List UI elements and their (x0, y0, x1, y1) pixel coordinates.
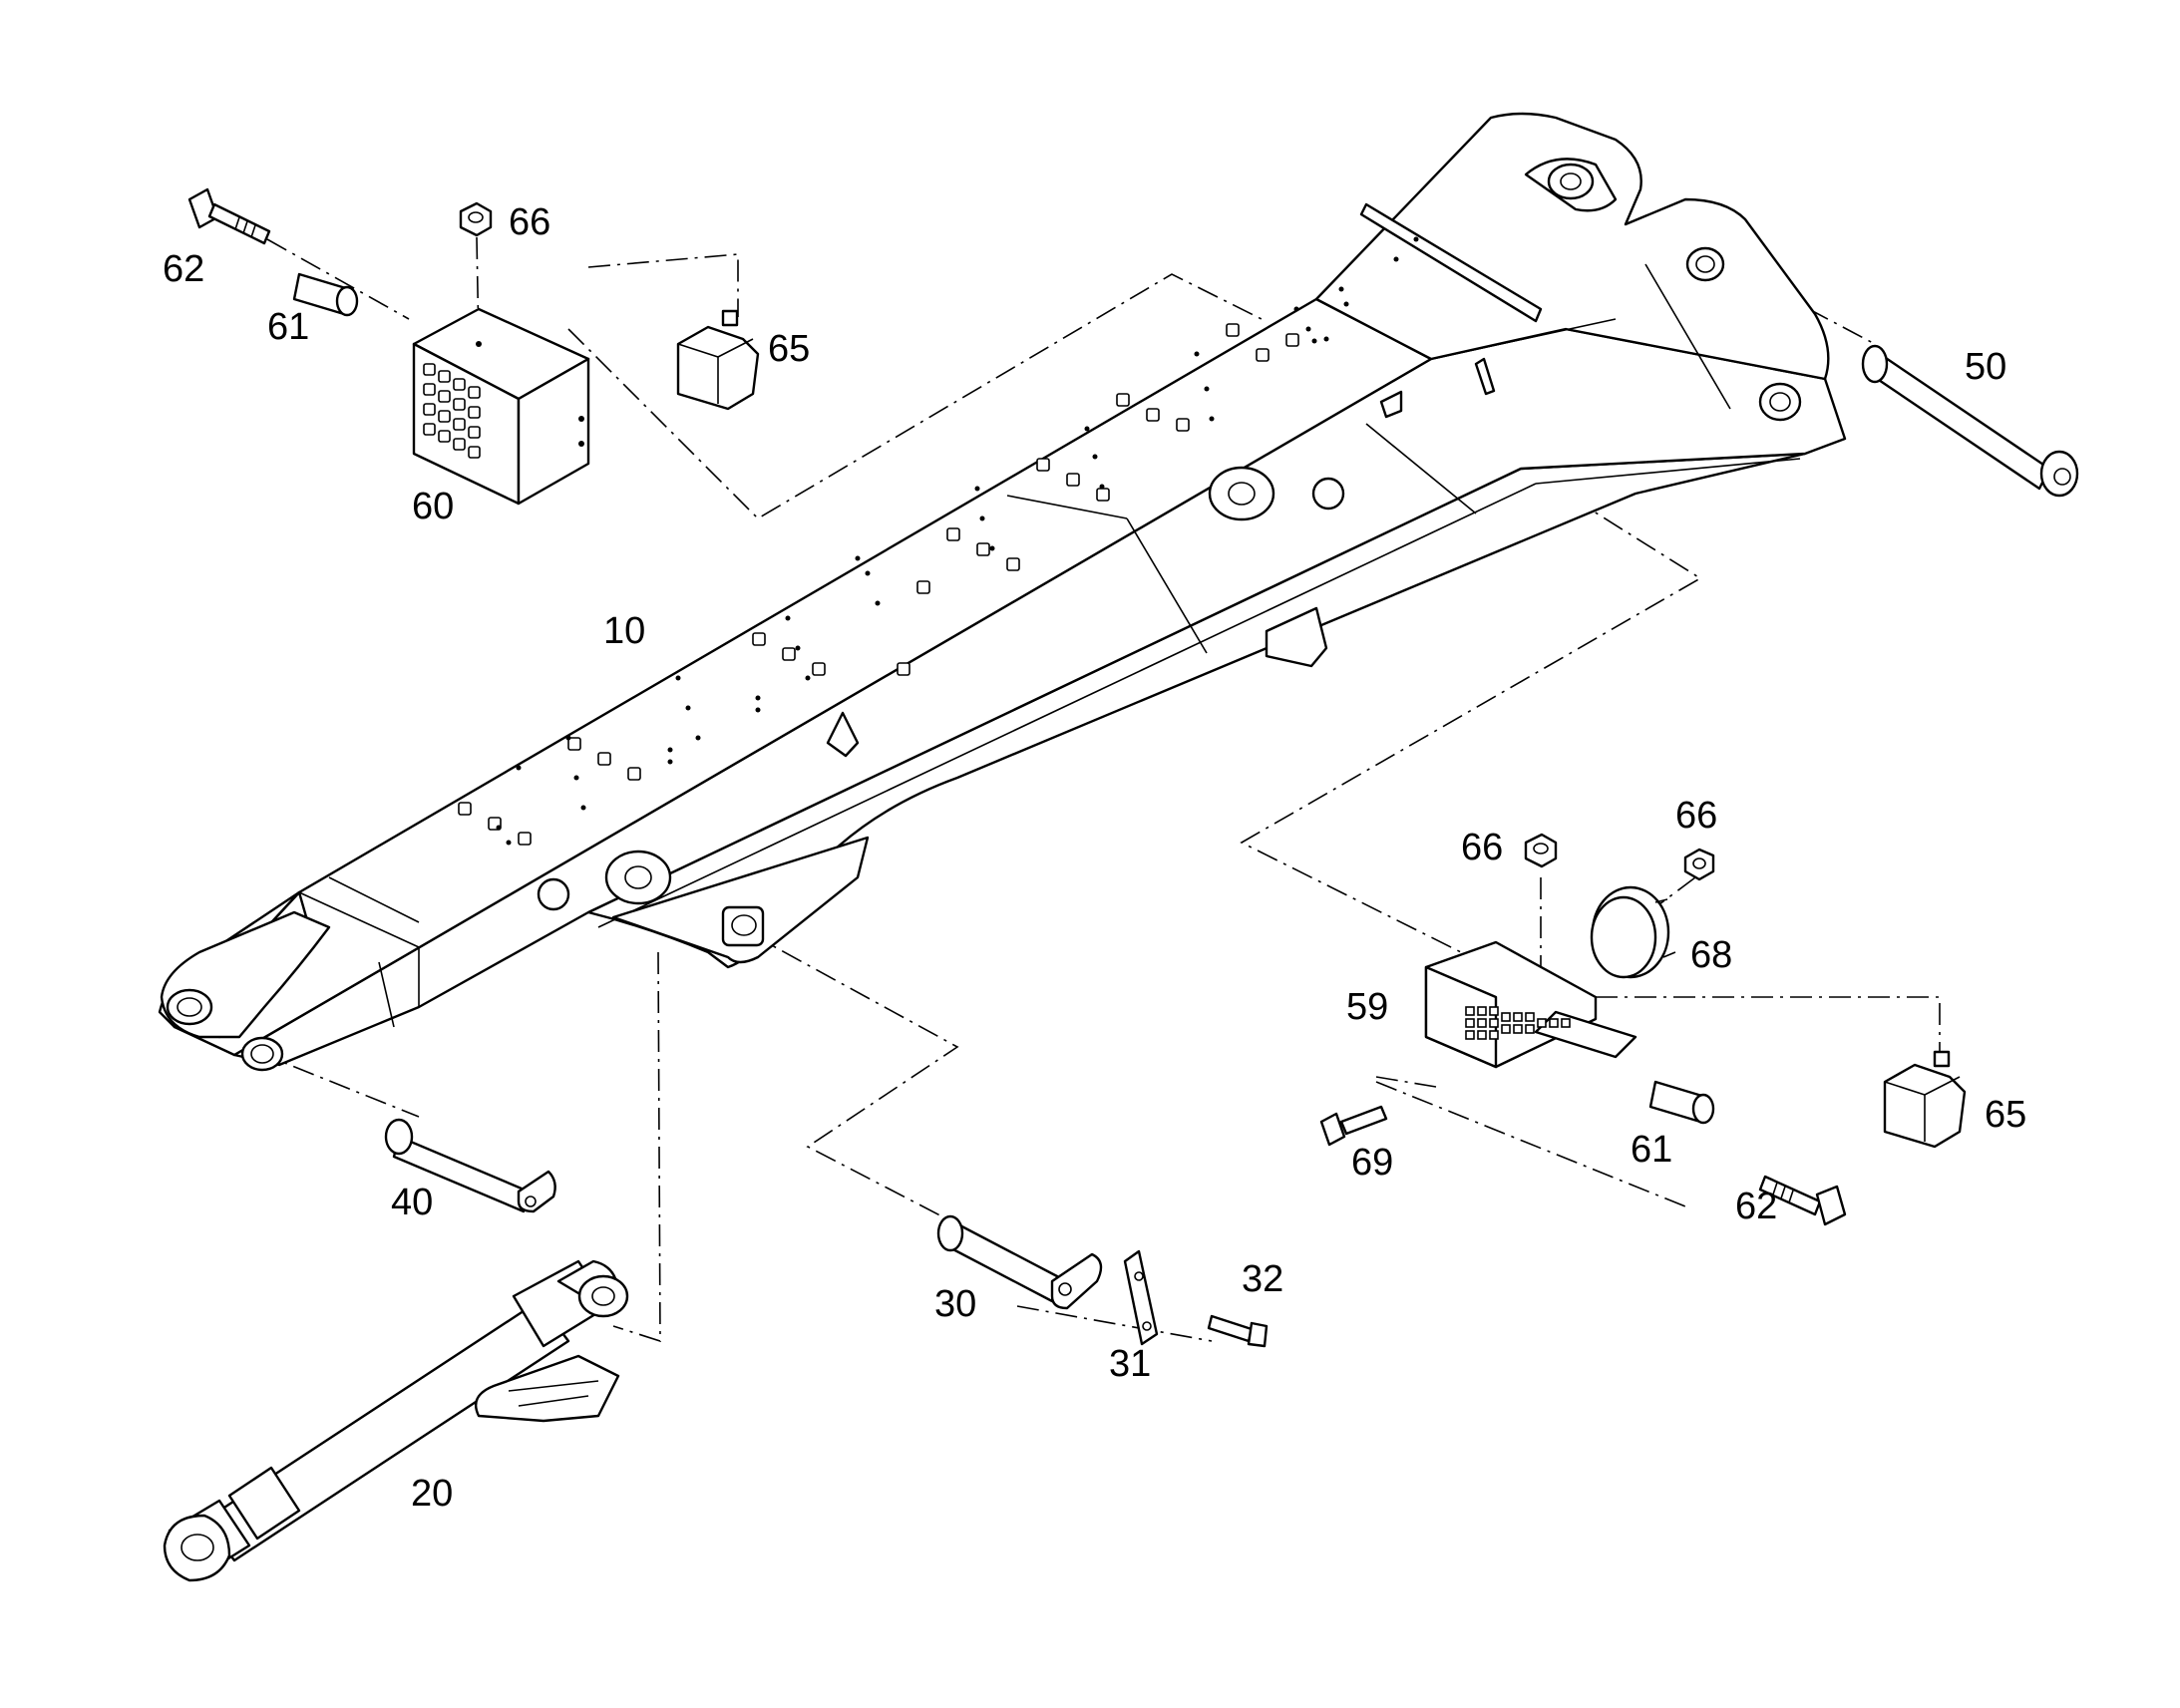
lock-plate-part-31 (1123, 1249, 1159, 1346)
label-part-31: 31 (1109, 1343, 1151, 1385)
label-part-60: 60 (412, 486, 454, 527)
bolt-part-69 (1319, 1105, 1388, 1147)
label-part-30: 30 (934, 1283, 976, 1325)
label-part-65-lower: 65 (1985, 1094, 2026, 1136)
label-part-65-upper: 65 (768, 328, 810, 370)
bolt-part-62-lower (1758, 1175, 1847, 1226)
bolt-part-32 (1207, 1314, 1269, 1348)
label-part-61-lower: 61 (1631, 1129, 1672, 1171)
label-part-62-lower: 62 (1735, 1186, 1777, 1227)
label-part-66-right: 66 (1675, 795, 1717, 837)
label-part-68: 68 (1690, 934, 1732, 976)
nut-part-66-upper (459, 201, 493, 237)
label-part-59: 59 (1346, 986, 1388, 1028)
part-number-labels: 10 20 30 31 32 40 50 59 60 61 61 62 62 6… (163, 201, 2026, 1515)
label-part-62-upper: 62 (163, 248, 204, 290)
pin-part-30 (936, 1214, 1103, 1310)
label-part-69: 69 (1351, 1142, 1393, 1184)
grommet-part-68 (1590, 885, 1676, 979)
grille-plate-part-59 (1424, 940, 1637, 1069)
label-part-40: 40 (391, 1182, 433, 1223)
cap-part-65-lower (1883, 1050, 1967, 1149)
label-part-32: 32 (1242, 1258, 1283, 1300)
label-part-20: 20 (411, 1473, 453, 1515)
bolt-part-62-upper (187, 187, 271, 245)
pin-part-40 (384, 1118, 556, 1213)
label-part-50: 50 (1965, 346, 2006, 388)
nut-part-66-right (1683, 848, 1715, 881)
sleeve-part-61-lower (1648, 1080, 1715, 1125)
cap-part-65-upper (676, 309, 760, 411)
boom-cylinder-part-20 (163, 1259, 629, 1582)
pin-part-50 (1861, 344, 2079, 498)
nut-part-66-middle (1524, 833, 1558, 868)
label-part-10: 10 (603, 610, 645, 652)
label-part-66-upper: 66 (509, 201, 550, 243)
sleeve-part-61-upper (292, 272, 359, 317)
label-part-61-upper: 61 (267, 306, 309, 348)
boom-part-10 (158, 112, 1847, 1072)
label-part-66-middle: 66 (1461, 827, 1503, 868)
box-part-60 (412, 307, 590, 506)
